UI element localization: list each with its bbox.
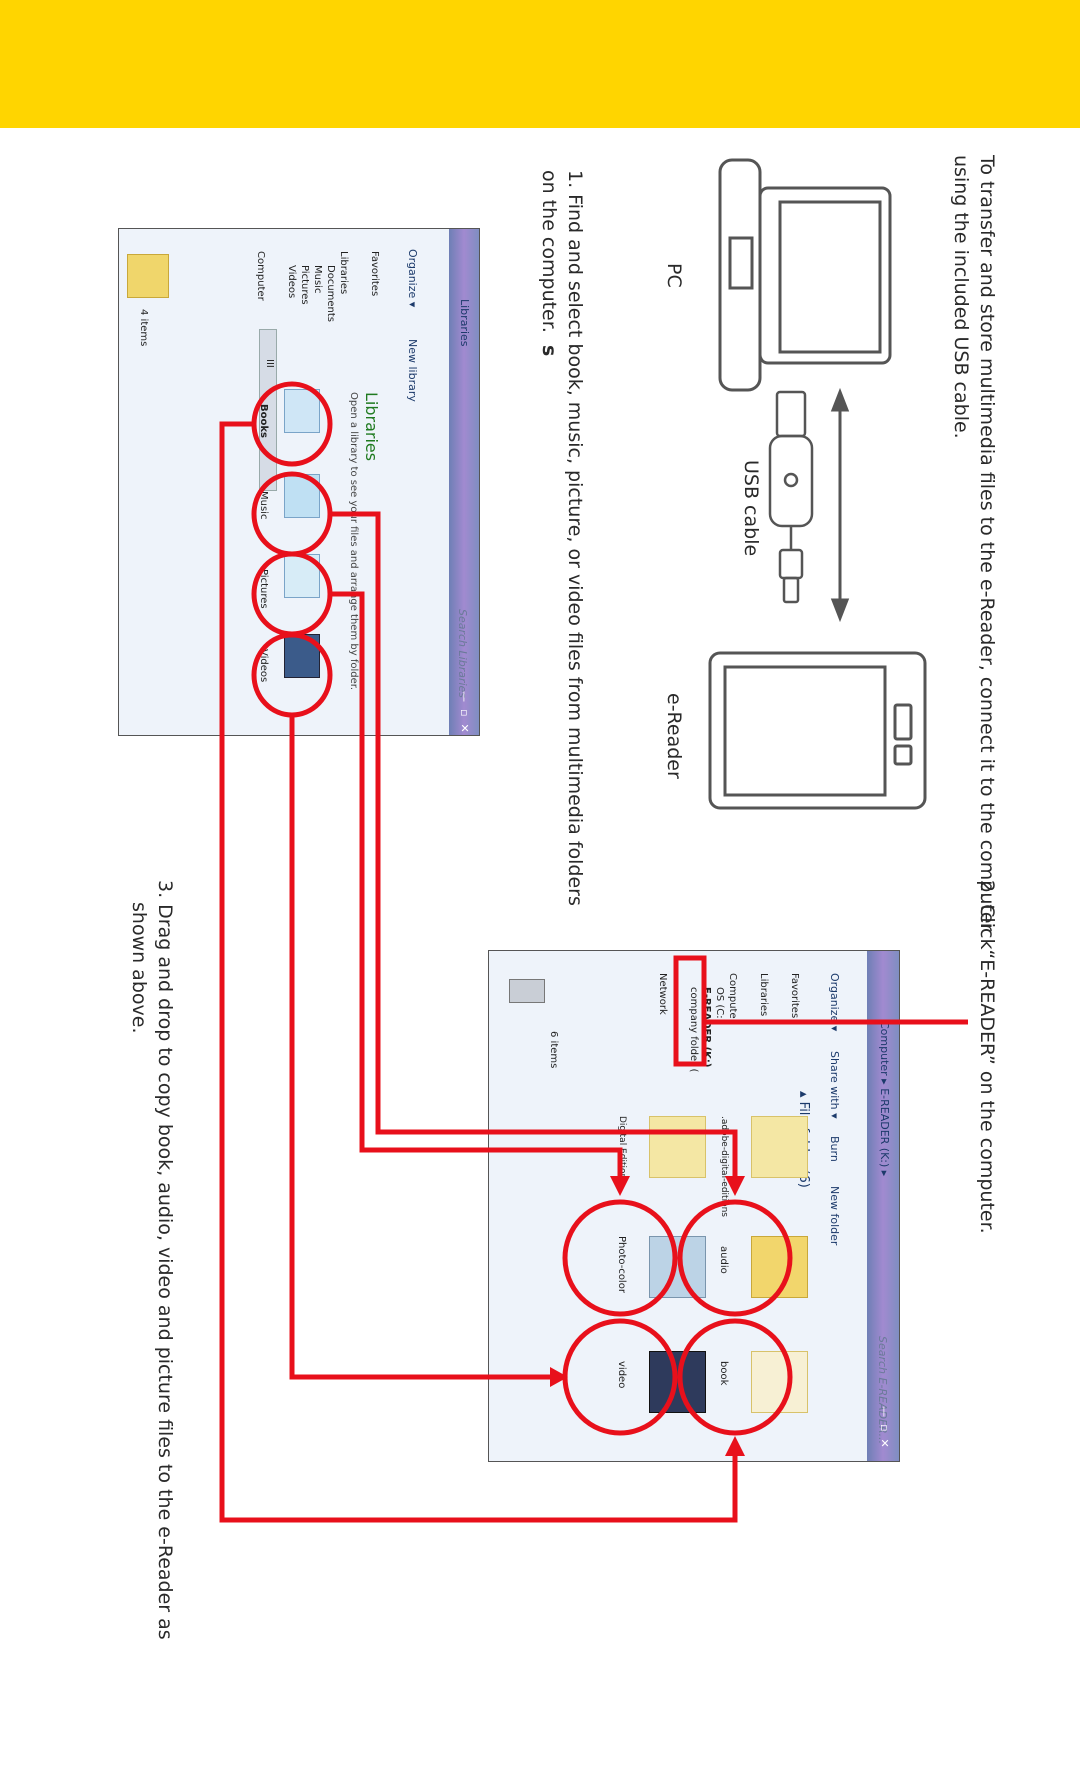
ereader-device-icon bbox=[708, 651, 927, 810]
ereader-nav-libraries[interactable]: Libraries bbox=[758, 973, 769, 1017]
organize-button[interactable]: Organize ▾ bbox=[406, 249, 419, 308]
library-icon-music[interactable] bbox=[284, 474, 320, 518]
nav-item-computer[interactable]: Computer bbox=[255, 251, 266, 301]
step-1-line-2: on the computer. s bbox=[538, 170, 560, 357]
ereader-nav-computer[interactable]: Computer bbox=[727, 973, 738, 1023]
new-folder-button[interactable]: New folder bbox=[828, 1186, 841, 1246]
share-with-button[interactable]: Share with ▾ bbox=[828, 1051, 841, 1119]
folder-label-photo-color: Photo-color bbox=[616, 1236, 627, 1293]
folder-audio[interactable] bbox=[751, 1236, 808, 1298]
nav-item-pictures[interactable]: Pictures bbox=[299, 265, 310, 305]
usb-cable-icon bbox=[768, 390, 814, 604]
step-3-line-2: shown above. bbox=[128, 902, 150, 1034]
ereader-nav: Favorites Libraries Computer OS (C:) E-R… bbox=[656, 973, 801, 1072]
libraries-status: 4 items bbox=[138, 309, 149, 347]
ereader-titlebar bbox=[867, 951, 899, 1461]
ereader-nav-company-folder[interactable]: company folder ( bbox=[688, 987, 699, 1073]
laptop-icon bbox=[718, 158, 892, 392]
folder-label-digital-editions: Digital Editions bbox=[617, 1116, 627, 1184]
double-arrow-icon bbox=[830, 387, 850, 623]
drive-status-icon bbox=[509, 979, 545, 1003]
nav-item-favorites[interactable]: Favorites bbox=[369, 251, 380, 297]
library-label-videos: Videos bbox=[258, 649, 269, 683]
ereader-breadcrumb[interactable]: Computer ▸ E-READER (K:) ▸ bbox=[878, 1021, 891, 1177]
libraries-search-input[interactable]: Search Libraries bbox=[456, 609, 469, 699]
nav-item-libraries[interactable]: Libraries bbox=[338, 251, 349, 295]
folder-video[interactable] bbox=[649, 1351, 706, 1413]
folder-label-adobe: .adobe-digital-editions bbox=[719, 1116, 729, 1217]
library-label-books: Books bbox=[258, 404, 269, 438]
ereader-organize-button[interactable]: Organize ▾ bbox=[828, 973, 841, 1032]
library-icon-pictures[interactable] bbox=[284, 554, 320, 598]
library-label-pictures: Pictures bbox=[258, 569, 269, 609]
header-band bbox=[0, 0, 1080, 128]
pc-label: PC bbox=[663, 263, 685, 288]
folder-label-audio: audio bbox=[718, 1246, 729, 1274]
libraries-window-controls[interactable]: — ▫ ✕ bbox=[458, 691, 471, 733]
folder-adobe-digital-editions[interactable] bbox=[751, 1116, 808, 1178]
folder-photo-color[interactable] bbox=[649, 1236, 706, 1298]
library-icon-videos[interactable] bbox=[284, 634, 320, 678]
libraries-breadcrumb[interactable]: Libraries bbox=[458, 299, 471, 347]
connection-diagram bbox=[708, 158, 927, 810]
libraries-nav: Favorites Libraries Documents Music Pict… bbox=[254, 251, 381, 322]
nav-item-documents[interactable]: Documents bbox=[325, 265, 336, 323]
folder-label-video: video bbox=[616, 1361, 627, 1389]
ereader-window: Computer ▸ E-READER (K:) ▸ Search E-READ… bbox=[488, 950, 900, 1462]
libraries-window: Libraries Search Libraries — ▫ ✕ Organiz… bbox=[118, 228, 480, 736]
folder-status-icon bbox=[127, 254, 169, 298]
step-1-line-1: 1. Find and select book, music, picture,… bbox=[564, 170, 586, 906]
libraries-title: Libraries bbox=[362, 392, 381, 462]
ereader-label: e-Reader bbox=[663, 693, 685, 779]
ereader-status: 6 items bbox=[548, 1031, 559, 1069]
burn-button[interactable]: Burn bbox=[828, 1136, 841, 1162]
new-library-button[interactable]: New library bbox=[406, 339, 419, 402]
usb-cable-label: USB cable bbox=[740, 460, 762, 557]
nav-item-videos[interactable]: Videos bbox=[286, 265, 297, 299]
folder-book[interactable] bbox=[751, 1351, 808, 1413]
folder-label-book: book bbox=[718, 1361, 729, 1386]
scroll-grip: III bbox=[264, 359, 275, 368]
ereader-nav-network[interactable]: Network bbox=[657, 973, 668, 1015]
library-icon-books[interactable] bbox=[284, 389, 320, 433]
ereader-nav-favorites[interactable]: Favorites bbox=[789, 973, 800, 1019]
libraries-subtitle: Open a library to see your files and arr… bbox=[348, 392, 359, 691]
step-1-text: 1. Find and select book, music, picture,… bbox=[536, 170, 588, 906]
ereader-nav-e-reader[interactable]: E-READER (K:) bbox=[701, 987, 712, 1068]
step-1-mark: s bbox=[538, 344, 560, 357]
step-3-line-1: 3. Drag and drop to copy book, audio, vi… bbox=[154, 880, 176, 1640]
folder-digital-editions[interactable] bbox=[649, 1116, 706, 1178]
intro-line-1: To transfer and store multimedia files t… bbox=[976, 155, 998, 932]
step-3-text: 3. Drag and drop to copy book, audio, vi… bbox=[126, 880, 178, 1640]
nav-item-music[interactable]: Music bbox=[312, 265, 323, 294]
step-2-text: 2. Click“E-READER” on the computer. bbox=[976, 880, 998, 1234]
ereader-nav-os-c[interactable]: OS (C:) bbox=[714, 987, 725, 1023]
library-label-music: Music bbox=[258, 491, 269, 520]
ereader-window-controls[interactable]: — ▫ ✕ bbox=[878, 1406, 891, 1448]
